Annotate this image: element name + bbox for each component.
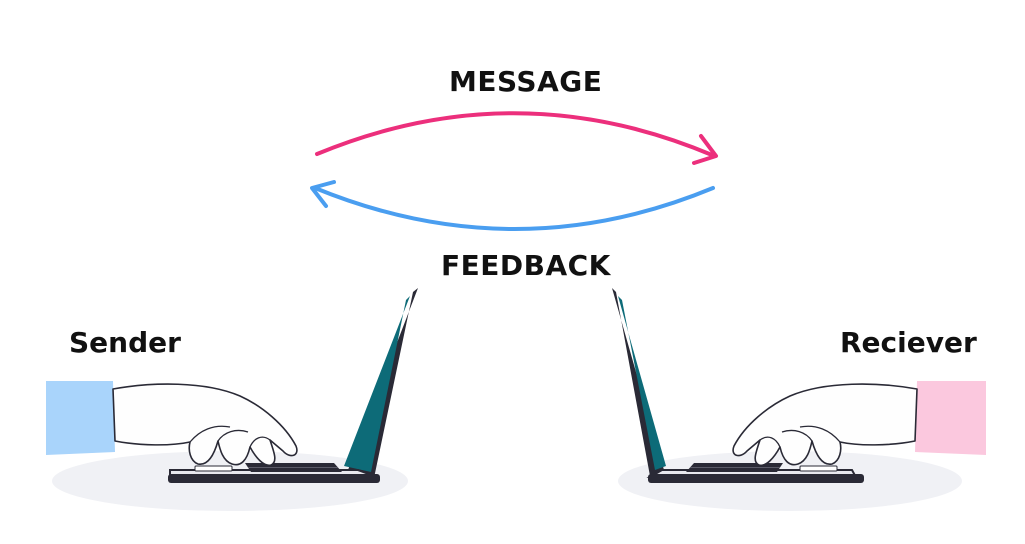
receiver-typing-hand-icon [732,381,986,467]
message-label: MESSAGE [449,65,603,98]
receiver-label: Reciever [840,326,977,359]
sender-laptop-icon [168,288,418,483]
receiver-laptop-icon [612,288,864,483]
feedback-label: FEEDBACK [441,249,611,282]
message-arrow [315,111,718,165]
feedback-arrow [310,180,715,231]
sender-label: Sender [69,326,181,359]
sender-typing-hand-icon [46,381,298,467]
